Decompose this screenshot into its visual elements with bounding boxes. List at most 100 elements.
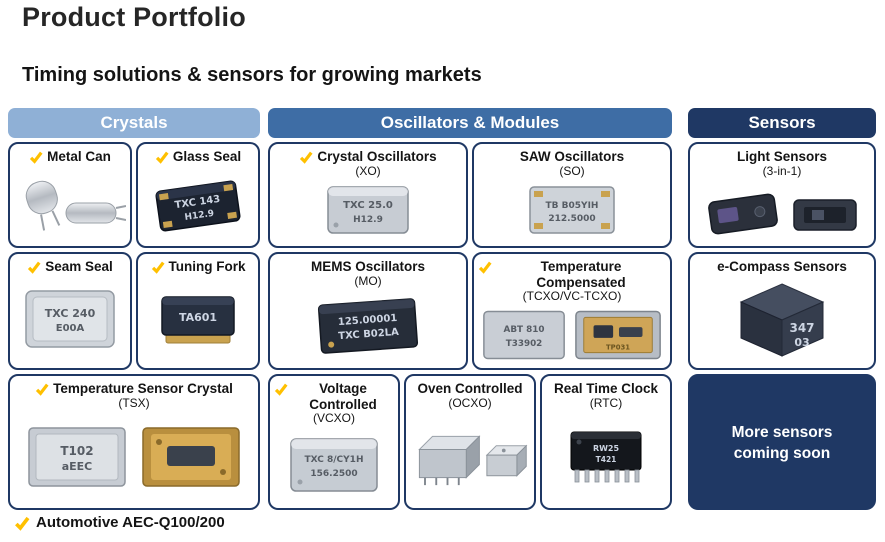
- tuning-fork-image: TA601: [142, 275, 254, 365]
- footnote-label: Automotive AEC-Q100/200: [36, 514, 225, 531]
- cell-label: MEMS Oscillators: [310, 259, 426, 274]
- chip-marking: TA601: [179, 311, 217, 324]
- tcxo-image: ABT 810 T33902 TP031: [478, 303, 666, 365]
- check-icon: [274, 382, 288, 396]
- chip-marking: TXC 8/CY1H: [305, 455, 364, 465]
- chip-marking: T421: [596, 455, 617, 464]
- check-icon: [14, 515, 30, 531]
- more-sensors-line1: More sensors: [731, 423, 833, 441]
- check-icon: [155, 150, 169, 164]
- chip-marking: H12.9: [184, 209, 215, 223]
- cell-voltage-controlled: Voltage Controlled (VCXO) TXC 8/CY1H 156…: [268, 374, 400, 510]
- column-sensors: Sensors Light Sensors (3-in-1): [688, 108, 876, 510]
- chip-marking: TXC 25.0: [343, 200, 393, 211]
- check-icon: [35, 382, 49, 396]
- chip-marking: ABT 810: [504, 325, 545, 335]
- cell-sublabel: (MO): [354, 273, 382, 288]
- sensors-row-2: e-Compass Sensors 347 03: [688, 252, 876, 370]
- oscillators-row-2: MEMS Oscillators (MO) 125.00001 TXC B02L…: [268, 252, 672, 370]
- cell-tuning-fork: Tuning Fork TA601: [136, 252, 260, 370]
- check-icon: [27, 260, 41, 274]
- cell-label: Voltage Controlled: [309, 381, 377, 412]
- ocxo-image: [410, 410, 530, 505]
- vcxo-image: TXC 8/CY1H 156.2500: [274, 425, 394, 505]
- cell-label: SAW Oscillators: [519, 149, 625, 164]
- cell-mems-oscillators: MEMS Oscillators (MO) 125.00001 TXC B02L…: [268, 252, 468, 370]
- oscillators-row-1: Crystal Oscillators (XO) TXC 25.0 H12.9 …: [268, 142, 672, 248]
- cell-light-sensors: Light Sensors (3-in-1): [688, 142, 876, 248]
- cell-sublabel: (TSX): [118, 395, 150, 410]
- cell-temperature-sensor-crystal: Temperature Sensor Crystal (TSX) T102 aE…: [8, 374, 260, 510]
- cell-metal-can: Metal Can: [8, 142, 132, 248]
- cell-sublabel: (TCXO/VC-TCXO): [522, 289, 622, 304]
- chip-marking: 125.00001: [338, 313, 398, 328]
- crystals-row-3: Temperature Sensor Crystal (TSX) T102 aE…: [8, 374, 260, 510]
- cell-real-time-clock: Real Time Clock (RTC) RW25 T421: [540, 374, 672, 510]
- more-sensors-line2: coming soon: [733, 445, 831, 462]
- column-oscillators: Oscillators & Modules Crystal Oscillator…: [268, 108, 672, 510]
- check-icon: [29, 150, 43, 164]
- column-header-sensors: Sensors: [688, 108, 876, 138]
- cell-label: e-Compass Sensors: [717, 259, 847, 274]
- cell-sublabel: (VCXO): [313, 411, 355, 426]
- cell-label: Glass Seal: [172, 149, 242, 164]
- chip-marking: E00A: [56, 323, 85, 334]
- sensors-row-3: More sensors coming soon: [688, 374, 876, 510]
- ecompass-image: 347 03: [694, 275, 870, 365]
- chip-marking: 03: [794, 336, 809, 349]
- cell-ecompass-sensors: e-Compass Sensors 347 03: [688, 252, 876, 370]
- cell-more-sensors: More sensors coming soon: [688, 374, 876, 510]
- cell-label: Metal Can: [47, 149, 111, 164]
- chip-marking: 212.5000: [548, 214, 595, 224]
- chip-marking: TP031: [606, 344, 630, 352]
- check-icon: [151, 260, 165, 274]
- cell-sublabel: (XO): [355, 163, 381, 178]
- chip-marking: 347: [789, 321, 814, 335]
- footnote-automotive: Automotive AEC-Q100/200: [14, 514, 225, 531]
- chip-marking: TXC 240: [45, 307, 96, 320]
- chip-marking: aEEC: [62, 460, 93, 473]
- check-icon: [299, 150, 313, 164]
- cell-sublabel: (SO): [559, 163, 585, 178]
- column-header-oscillators: Oscillators & Modules: [268, 108, 672, 138]
- cell-sublabel: (3-in-1): [762, 163, 802, 178]
- cell-oven-controlled: Oven Controlled (OCXO): [404, 374, 536, 510]
- chip-marking: T102: [60, 444, 93, 458]
- cell-glass-seal: Glass Seal TXC 143 H12.9: [136, 142, 260, 248]
- cell-label: Crystal Oscillators: [317, 149, 437, 164]
- cell-temperature-compensated: Temperature Compensated (TCXO/VC-TCXO) A…: [472, 252, 672, 370]
- cell-saw-oscillators: SAW Oscillators (SO) TB B05YIH 212.5000: [472, 142, 672, 248]
- chip-marking: T33902: [506, 339, 543, 349]
- light-sensors-image: [694, 178, 870, 243]
- cell-seam-seal: Seam Seal TXC 240 E00A: [8, 252, 132, 370]
- sensors-row-1: Light Sensors (3-in-1): [688, 142, 876, 248]
- cell-label: Seam Seal: [45, 259, 113, 274]
- seam-seal-image: TXC 240 E00A: [14, 275, 126, 365]
- cell-label: Temperature Sensor Crystal: [53, 381, 233, 396]
- cell-label: Real Time Clock: [553, 381, 659, 396]
- chip-marking: TXC B02LA: [338, 327, 400, 342]
- page-subtitle: Timing solutions & sensors for growing m…: [22, 64, 482, 86]
- cell-sublabel: (OCXO): [448, 395, 492, 410]
- chip-marking: 156.2500: [310, 469, 357, 479]
- crystal-oscillator-image: TXC 25.0 H12.9: [274, 178, 462, 243]
- chip-marking: H12.9: [353, 215, 383, 225]
- cell-label: Temperature Compensated: [536, 259, 626, 290]
- oscillators-row-3: Voltage Controlled (VCXO) TXC 8/CY1H 156…: [268, 374, 672, 510]
- metal-can-image: [14, 165, 126, 243]
- crystals-row-1: Metal Can: [8, 142, 260, 248]
- chip-marking: RW25: [593, 444, 620, 453]
- tsx-image: T102 aEEC: [14, 410, 254, 505]
- crystals-row-2: Seam Seal TXC 240 E00A Tuning Fork: [8, 252, 260, 370]
- column-crystals: Crystals Metal Can: [8, 108, 260, 510]
- cell-label: Light Sensors: [736, 149, 827, 164]
- cell-label: Oven Controlled: [417, 381, 523, 396]
- cell-sublabel: (RTC): [589, 395, 623, 410]
- column-header-crystals: Crystals: [8, 108, 260, 138]
- page-title: Product Portfolio: [22, 2, 246, 32]
- rtc-image: RW25 T421: [546, 410, 666, 505]
- cell-crystal-oscillators: Crystal Oscillators (XO) TXC 25.0 H12.9: [268, 142, 468, 248]
- check-icon: [478, 260, 492, 274]
- cell-label: Tuning Fork: [168, 259, 246, 274]
